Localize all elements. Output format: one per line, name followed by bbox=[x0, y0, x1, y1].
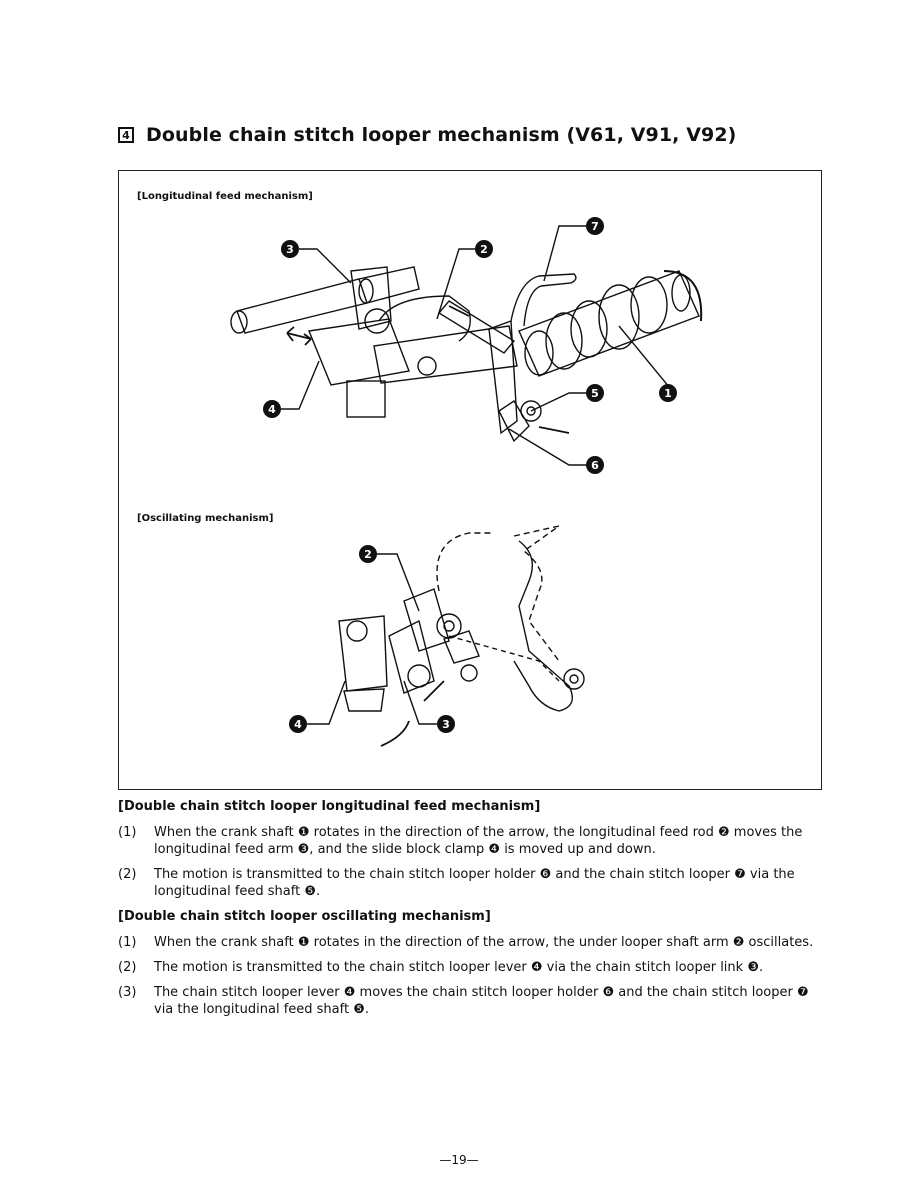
list-item: (1) When the crank shaft ❶ rotates in th… bbox=[118, 934, 828, 951]
callout-4: 4 bbox=[263, 400, 281, 418]
item-text: The motion is transmitted to the chain s… bbox=[154, 960, 764, 975]
item-number: (2) bbox=[118, 960, 137, 975]
item-number: (1) bbox=[118, 935, 137, 950]
callout-3: 3 bbox=[281, 240, 299, 258]
callout-6: 6 bbox=[586, 456, 604, 474]
list-item: (1) When the crank shaft ❶ rotates in th… bbox=[118, 824, 828, 858]
list-item: (2) The motion is transmitted to the cha… bbox=[118, 959, 828, 976]
oscillating-mechanism-illustration bbox=[307, 525, 585, 747]
item-number: (3) bbox=[118, 985, 137, 1000]
bottom-callout-2: 2 bbox=[359, 545, 377, 563]
callout-1: 1 bbox=[659, 384, 677, 402]
callout-7: 7 bbox=[586, 217, 604, 235]
list-item: (3) The chain stitch looper lever ❹ move… bbox=[118, 984, 828, 1018]
page-number: —19— bbox=[439, 1153, 479, 1167]
item-text: The chain stitch looper lever ❹ moves th… bbox=[154, 985, 809, 1017]
longitudinal-figure-label: [Longitudinal feed mechanism] bbox=[137, 191, 313, 202]
explanation-text: [Double chain stitch looper longitudinal… bbox=[118, 798, 828, 1026]
item-number: (1) bbox=[118, 825, 137, 840]
item-text: When the crank shaft ❶ rotates in the di… bbox=[154, 825, 803, 857]
oscillating-heading: [Double chain stitch looper oscillating … bbox=[118, 909, 491, 924]
page-title: Double chain stitch looper mechanism (V6… bbox=[146, 124, 737, 146]
figure-frame: [Longitudinal feed mechanism] [Oscillati… bbox=[118, 170, 822, 790]
bottom-callout-4: 4 bbox=[289, 715, 307, 733]
list-item: (2) The motion is transmitted to the cha… bbox=[118, 866, 828, 900]
item-number: (2) bbox=[118, 867, 137, 882]
section-header: 4 Double chain stitch looper mechanism (… bbox=[118, 124, 736, 146]
item-text: The motion is transmitted to the chain s… bbox=[154, 867, 795, 899]
section-number-box: 4 bbox=[118, 127, 134, 143]
oscillating-figure-label: [Oscillating mechanism] bbox=[137, 513, 274, 524]
callout-2: 2 bbox=[475, 240, 493, 258]
longitudinal-mechanism-illustration bbox=[230, 225, 703, 466]
callout-5: 5 bbox=[586, 384, 604, 402]
item-text: When the crank shaft ❶ rotates in the di… bbox=[154, 935, 814, 950]
longitudinal-heading: [Double chain stitch looper longitudinal… bbox=[118, 799, 541, 814]
bottom-callout-3: 3 bbox=[437, 715, 455, 733]
